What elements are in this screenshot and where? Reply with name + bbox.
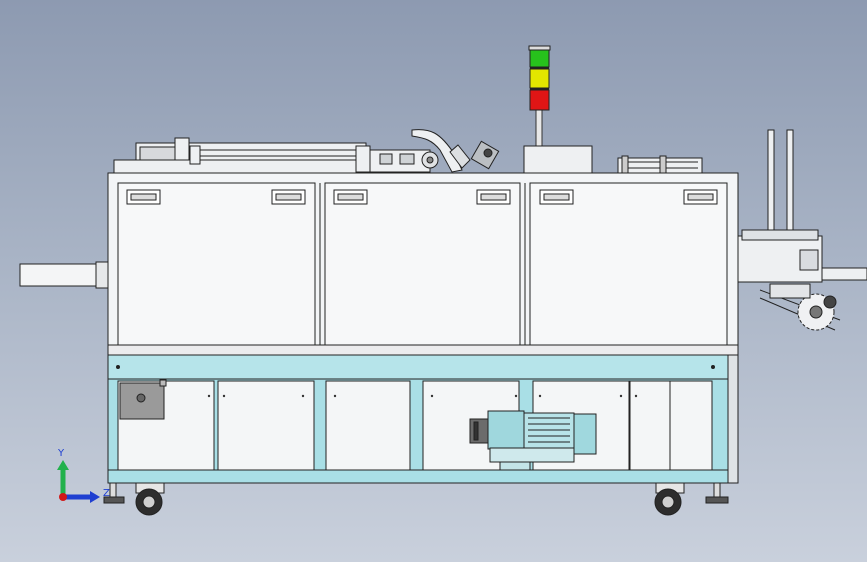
infeed-conveyor (19, 261, 109, 289)
upper-cabinet (107, 172, 739, 356)
signal-light-yellow (529, 68, 550, 89)
coordinate-triad-icon: Y Z (57, 448, 110, 503)
top-conveyor-assembly (113, 129, 703, 175)
signal-tower-icon (528, 45, 551, 147)
electrical-plate (119, 379, 167, 420)
caster-wheel-icon (103, 482, 729, 516)
motor-icon (469, 410, 597, 471)
lower-door-dots (207, 394, 638, 398)
triad-z-label: Z (103, 488, 110, 499)
signal-light-red (529, 89, 550, 111)
outfeed-mechanism (737, 129, 867, 331)
signal-light-green (529, 49, 550, 68)
triad-y-label: Y (57, 448, 65, 459)
cabinet-door-handles[interactable] (126, 189, 718, 205)
